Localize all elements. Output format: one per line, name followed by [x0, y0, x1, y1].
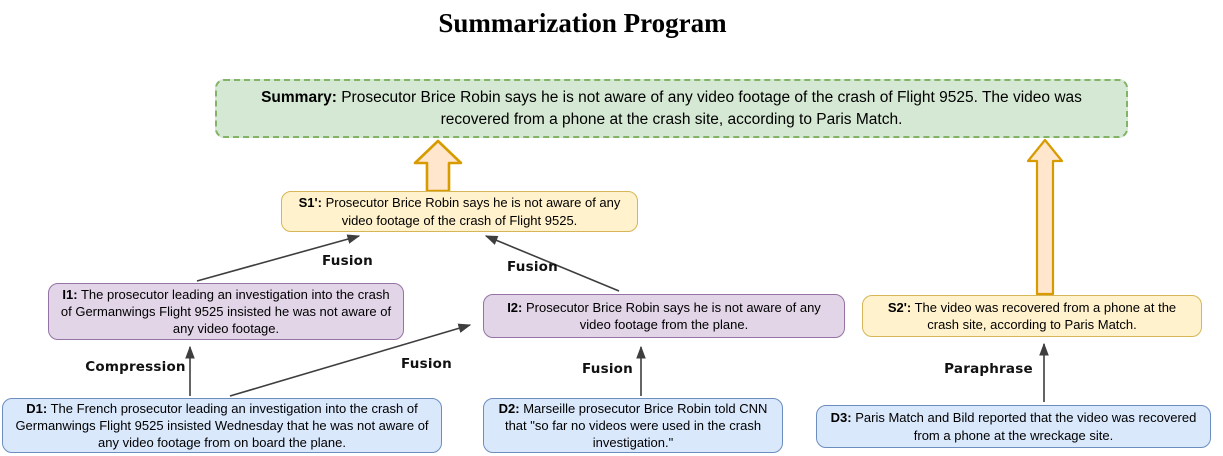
block-arrow-s1-outline: [413, 139, 463, 193]
node-summary: Summary: Prosecutor Brice Robin says he …: [215, 79, 1128, 138]
node-i2-text: Prosecutor Brice Robin says he is not aw…: [525, 299, 821, 332]
node-i1-label: I1:: [62, 286, 78, 302]
block-arrow-s2-outline: [1026, 138, 1064, 296]
node-d1-label: D1:: [26, 400, 48, 416]
node-s2-text: The video was recovered from a phone at …: [914, 299, 1177, 332]
node-d1: D1: The French prosecutor leading an inv…: [2, 398, 442, 453]
node-d3: D3: Paris Match and Bild reported that t…: [816, 405, 1211, 448]
node-i2: I2: Prosecutor Brice Robin says he is no…: [483, 294, 845, 338]
node-s2-label: S2':: [887, 299, 912, 315]
edge-label-fusion-d1-i2: Fusion: [401, 356, 452, 372]
block-arrow-s1-to-summary: [415, 141, 461, 191]
block-arrow-s2-to-summary: [1028, 140, 1062, 294]
edge-label-fusion-i1-s1: Fusion: [322, 253, 373, 269]
node-i1-text: The prosecutor leading an investigation …: [60, 286, 392, 337]
node-i1: I1: The prosecutor leading an investigat…: [48, 283, 404, 340]
node-summary-label: Summary:: [261, 88, 337, 106]
node-summary-text: Prosecutor Brice Robin says he is not aw…: [341, 88, 1082, 128]
edge-label-fusion-i2-s1: Fusion: [507, 259, 558, 275]
edge-label-paraphrase: Paraphrase: [944, 361, 1033, 377]
edge-label-compression: Compression: [85, 359, 186, 375]
node-d2: D2: Marseille prosecutor Brice Robin tol…: [483, 398, 783, 453]
node-s1-text: Prosecutor Brice Robin says he is not aw…: [325, 195, 621, 228]
node-s1-label: S1':: [298, 195, 322, 211]
node-d2-label: D2:: [498, 400, 520, 416]
node-i2-label: I2:: [507, 299, 523, 315]
node-d3-label: D3:: [830, 410, 852, 426]
diagram-title: Summarization Program: [438, 8, 727, 38]
node-s1: S1': Prosecutor Brice Robin says he is n…: [281, 191, 638, 232]
edge-label-fusion-d2-i2: Fusion: [582, 361, 633, 377]
node-d1-text: The French prosecutor leading an investi…: [15, 400, 429, 451]
node-d2-text: Marseille prosecutor Brice Robin told CN…: [504, 400, 768, 451]
node-s2: S2': The video was recovered from a phon…: [862, 295, 1202, 337]
node-d3-text: Paris Match and Bild reported that the v…: [855, 410, 1197, 443]
